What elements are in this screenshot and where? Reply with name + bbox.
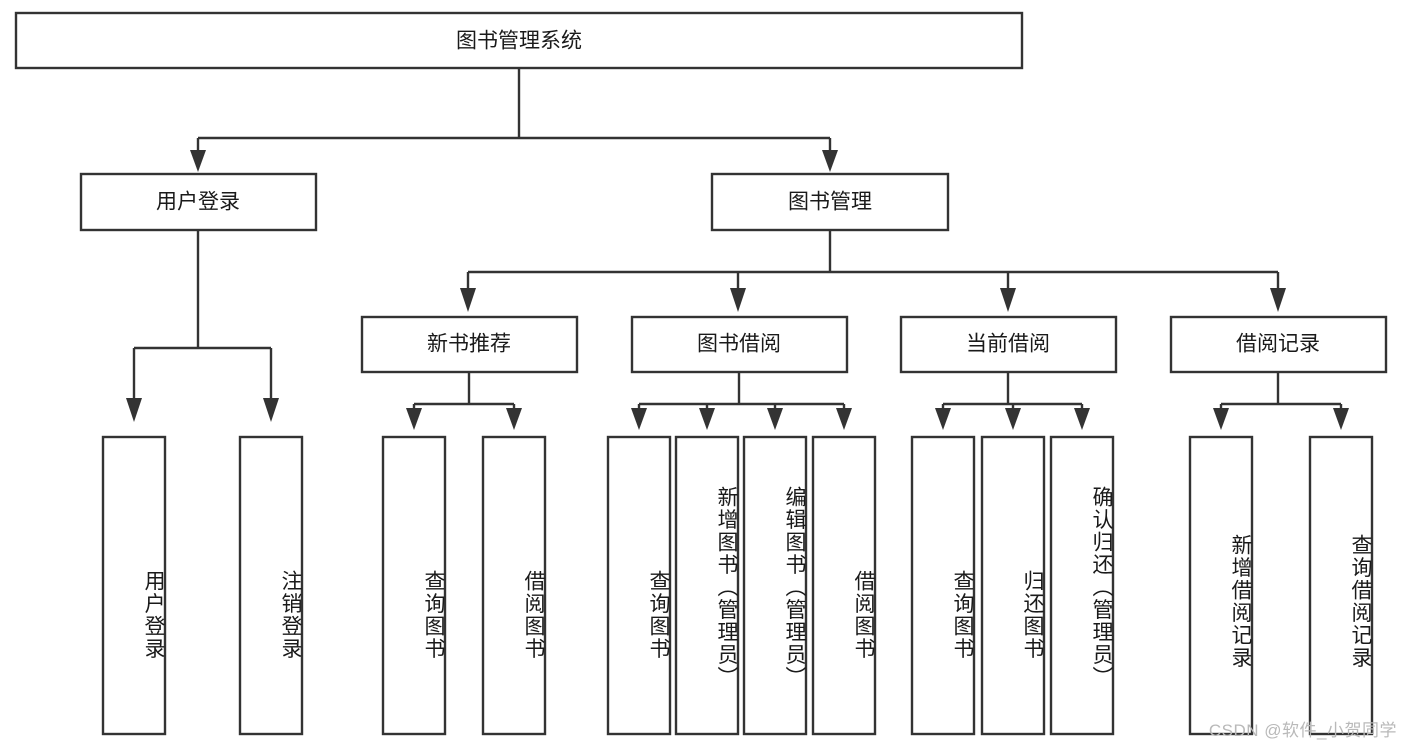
arrow-head-icon (767, 408, 783, 430)
arrow-head-icon (822, 150, 838, 172)
leaf-rect-current-borrow-0[interactable] (910, 435, 976, 736)
arrow-head-icon (631, 408, 647, 430)
leaf-rect-new-book-1[interactable] (481, 435, 547, 736)
node-current-borrow-rect[interactable] (899, 315, 1118, 374)
node-current-borrow-label: 当前借阅 (966, 333, 1050, 356)
arrow-head-icon (460, 288, 476, 312)
connector-borrow-record-to-leaves (1213, 372, 1349, 430)
node-user-login[interactable]: 用户登录 (79, 172, 318, 232)
node-borrow-record[interactable]: 借阅记录 (1169, 315, 1388, 374)
arrow-head-icon (730, 288, 746, 312)
leaf-rect-current-borrow-1[interactable] (980, 435, 1046, 736)
leaf-rect-borrow-record-1[interactable] (1308, 435, 1374, 736)
connector-new-book-recommend-to-leaves (406, 372, 522, 430)
watermark-text: CSDN @软件_小贺同学 (1208, 721, 1397, 740)
arrow-head-icon (1074, 408, 1090, 430)
node-book-management[interactable]: 图书管理 (710, 172, 950, 232)
node-root-label: 图书管理系统 (456, 30, 582, 53)
leaf-rect-book-borrow-1[interactable] (674, 435, 740, 736)
arrow-head-icon (126, 398, 142, 422)
arrow-head-icon (263, 398, 279, 422)
leaf-rect-book-borrow-2[interactable] (742, 435, 808, 736)
arrow-head-icon (1213, 408, 1229, 430)
node-book-borrow-label: 图书借阅 (697, 333, 781, 356)
arrow-head-icon (935, 408, 951, 430)
leaf-rect-book-borrow-3[interactable] (811, 435, 877, 736)
node-root[interactable]: 图书管理系统 (14, 11, 1024, 70)
node-root-rect[interactable] (14, 11, 1024, 70)
arrow-head-icon (506, 408, 522, 430)
connector-book-borrow-to-leaves (631, 372, 852, 430)
node-new-book-recommend-label: 新书推荐 (427, 333, 511, 356)
node-current-borrow[interactable]: 当前借阅 (899, 315, 1118, 374)
node-user-login-label: 用户登录 (156, 191, 240, 214)
node-borrow-record-label: 借阅记录 (1236, 333, 1320, 356)
leaf-rect-current-borrow-2[interactable] (1049, 435, 1115, 736)
arrow-head-icon (1333, 408, 1349, 430)
connector-root-to-level2 (190, 68, 838, 172)
node-new-book-recommend[interactable]: 新书推荐 (360, 315, 579, 374)
node-book-management-label: 图书管理 (788, 191, 872, 214)
arrow-head-icon (836, 408, 852, 430)
connector-book-management-to-level3 (460, 230, 1286, 312)
arrow-head-icon (1270, 288, 1286, 312)
leaf-rect-user-login-0[interactable] (101, 435, 167, 736)
node-book-borrow[interactable]: 图书借阅 (630, 315, 849, 374)
node-user-login-rect[interactable] (79, 172, 318, 232)
leaf-rect-user-login-1[interactable] (238, 435, 304, 736)
connector-user-login-to-leaves (126, 230, 279, 422)
node-new-book-recommend-rect[interactable] (360, 315, 579, 374)
arrow-head-icon (190, 150, 206, 172)
connector-current-borrow-to-leaves (935, 372, 1090, 430)
arrow-head-icon (699, 408, 715, 430)
arrow-head-icon (406, 408, 422, 430)
leaf-rect-book-borrow-0[interactable] (606, 435, 672, 736)
leaf-rect-new-book-0[interactable] (381, 435, 447, 736)
arrow-head-icon (1005, 408, 1021, 430)
leaf-rect-borrow-record-0[interactable] (1188, 435, 1254, 736)
arrow-head-icon (1000, 288, 1016, 312)
